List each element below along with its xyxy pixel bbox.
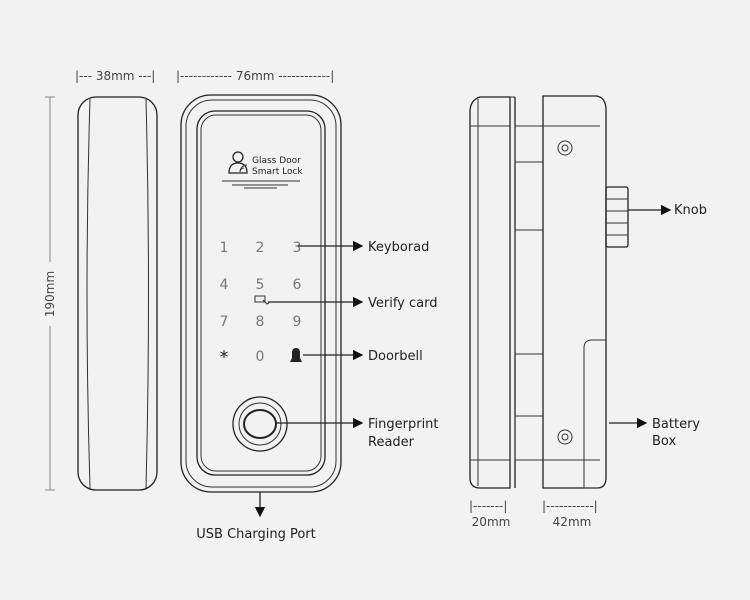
height-dimension-line (45, 96, 55, 491)
key-6[interactable]: 6 (293, 277, 302, 293)
lock-side-view (77, 96, 158, 491)
brand-logo-icon (228, 151, 248, 174)
key-5[interactable]: 5 (256, 277, 265, 293)
key-7[interactable]: 7 (220, 314, 229, 330)
back-depth-value: 42mm (553, 515, 592, 529)
key-8[interactable]: 8 (256, 314, 265, 330)
key-9[interactable]: 9 (293, 314, 302, 330)
key-1[interactable]: 1 (220, 240, 229, 256)
key-0[interactable]: 0 (256, 349, 265, 365)
doorbell-label: Doorbell (368, 349, 423, 364)
lock-front-view (180, 94, 342, 493)
card-icon (254, 295, 270, 305)
verify-card-label: Verify card (368, 296, 438, 311)
usb-port-label: USB Charging Port (196, 527, 315, 542)
doorbell-icon[interactable] (290, 348, 302, 362)
keyboard-label: Keyborad (368, 240, 429, 255)
battery-label-line2: Box (652, 434, 676, 449)
back-depth-dimension: |-----------| (542, 499, 598, 513)
key-3[interactable]: 3 (293, 240, 302, 256)
fingerprint-label-line2: Reader (368, 435, 415, 450)
key-4[interactable]: 4 (220, 277, 229, 293)
keypad: 1 2 3 4 5 6 7 8 9 * 0 (220, 240, 302, 368)
battery-label-line1: Battery (652, 417, 700, 432)
side-width-dimension: |--- 38mm ---| (75, 69, 155, 83)
key-2[interactable]: 2 (256, 240, 265, 256)
fingerprint-label-line1: Fingerprint (368, 417, 439, 432)
fingerprint-reader[interactable] (232, 396, 288, 452)
knob[interactable] (605, 186, 629, 248)
logo-line1: Glass Door (252, 156, 301, 166)
front-depth-dimension: |-------| (469, 499, 507, 513)
front-width-dimension: |------------ 76mm ------------| (176, 69, 334, 83)
knob-label: Knob (674, 203, 707, 218)
lock-profile-view (469, 95, 607, 489)
front-depth-value: 20mm (472, 515, 511, 529)
height-dimension: 190mm (43, 271, 57, 317)
logo-line2: Smart Lock (252, 167, 303, 177)
key-star[interactable]: * (220, 347, 229, 368)
